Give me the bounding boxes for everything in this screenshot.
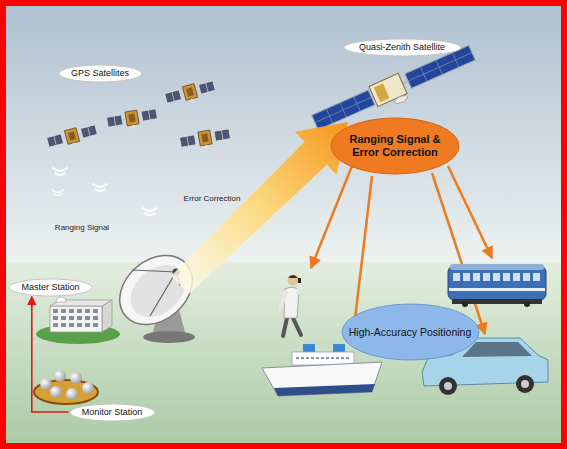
ellipse-outline — [331, 118, 459, 174]
ellipse-node: Master Station — [8, 278, 93, 297]
signal-label: Ranging Signal — [55, 223, 109, 232]
monitor-station — [34, 370, 98, 404]
node-label: High-Accuracy Positioning — [349, 326, 472, 339]
node-label: Ranging Signal & Error Correction — [345, 133, 445, 159]
node-label: Master Station — [21, 282, 79, 293]
ellipse-outline — [342, 304, 479, 360]
master-station-building — [36, 297, 120, 344]
train — [448, 264, 546, 307]
gps-satellite — [46, 79, 231, 153]
ellipse-outline — [59, 65, 142, 82]
node-label: Monitor Station — [82, 407, 143, 418]
signal-wave — [52, 168, 157, 215]
ellipse-node: Ranging Signal & Error Correction — [330, 117, 460, 175]
sky — [0, 0, 567, 265]
signal-label: Error Correction — [184, 194, 241, 203]
ellipse-node: High-Accuracy Positioning — [341, 303, 480, 361]
node-label: GPS Satellites — [71, 68, 129, 79]
ellipse-outline — [9, 279, 92, 296]
ellipse-node: Quasi-Zenith Satellite — [343, 38, 462, 57]
ellipse-outline — [344, 39, 461, 56]
ellipse-node: GPS Satellites — [58, 64, 143, 83]
ground — [0, 262, 567, 449]
node-label: Quasi-Zenith Satellite — [359, 42, 445, 53]
ellipse-outline — [70, 404, 155, 421]
ellipse-node: Monitor Station — [69, 403, 156, 422]
uplink-beam-arrow — [171, 122, 348, 294]
person-figure — [280, 275, 301, 337]
signal-arrow — [32, 297, 69, 413]
